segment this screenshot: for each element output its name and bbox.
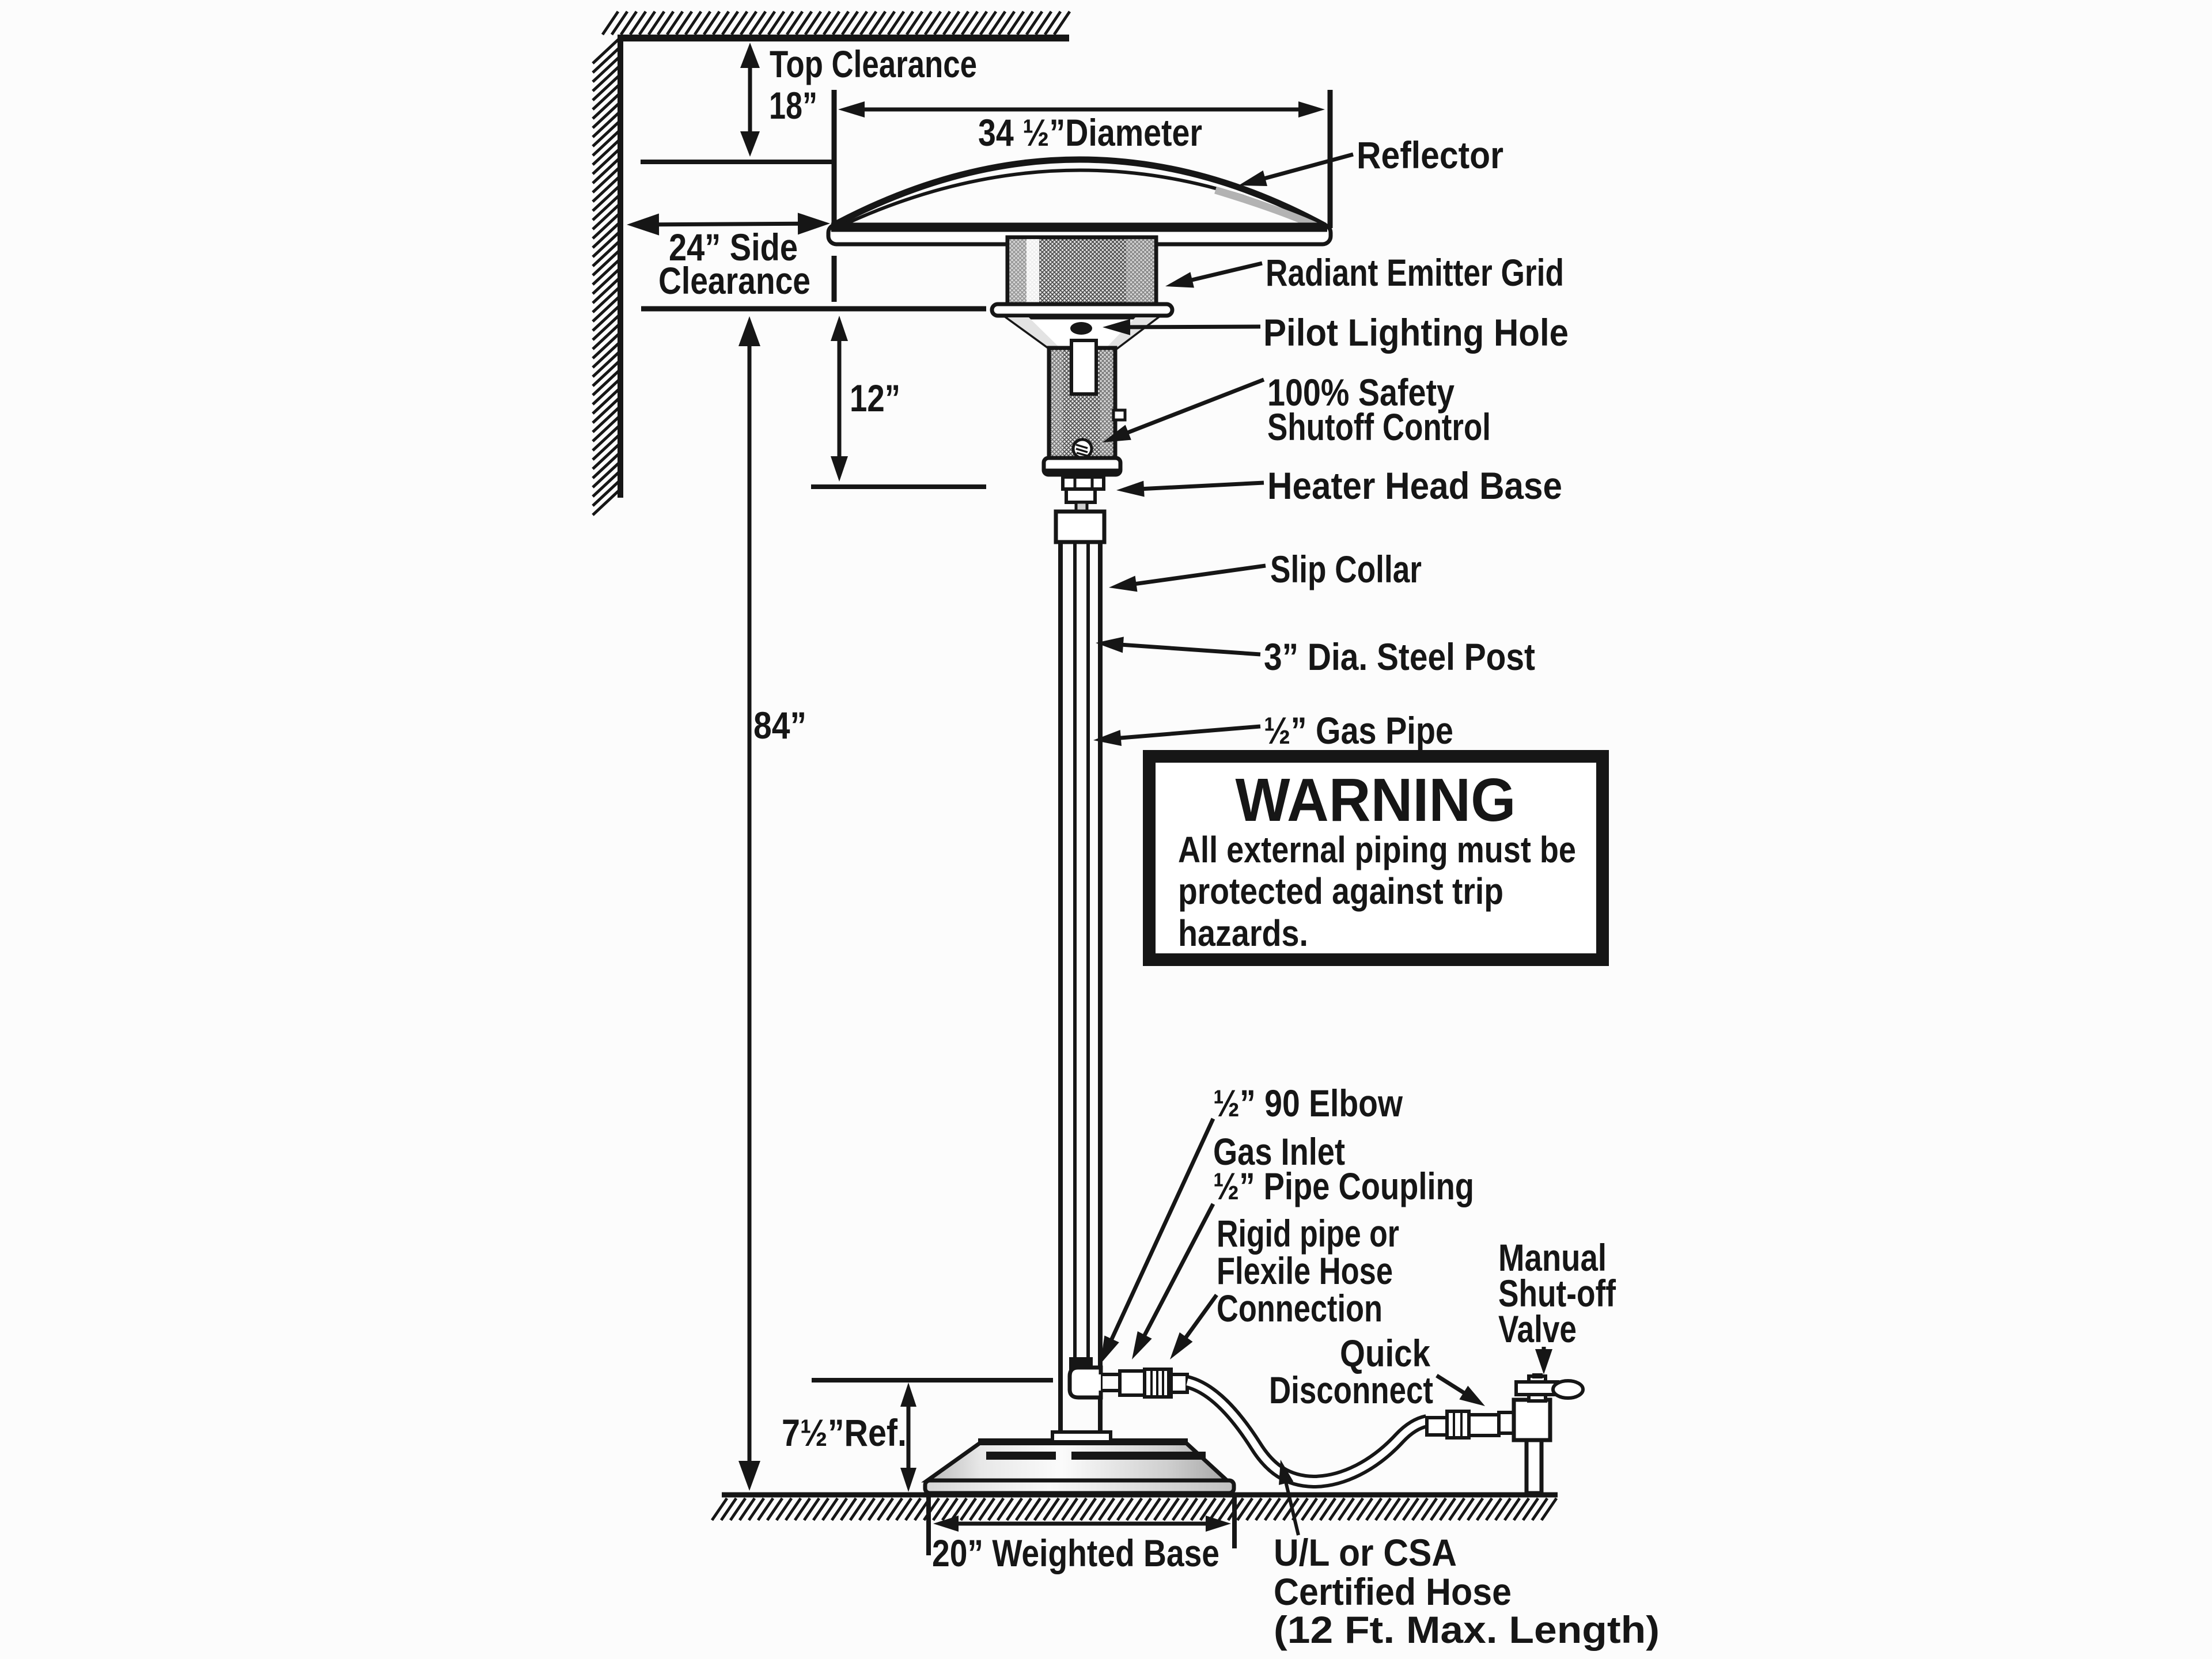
svg-text:(12 Ft. Max. Length): (12 Ft. Max. Length) (1274, 1608, 1660, 1651)
svg-text:Valve: Valve (1498, 1308, 1577, 1350)
svg-text:3” Dia. Steel Post: 3” Dia. Steel Post (1264, 635, 1535, 678)
svg-text:Disconnect: Disconnect (1269, 1369, 1433, 1411)
svg-text:12”: 12” (850, 377, 900, 419)
svg-text:½” 90 Elbow: ½” 90 Elbow (1213, 1082, 1403, 1124)
svg-text:Pilot Lighting Hole: Pilot Lighting Hole (1263, 311, 1569, 354)
svg-text:7½”Ref.: 7½”Ref. (782, 1411, 907, 1454)
svg-text:Radiant Emitter Grid: Radiant Emitter Grid (1266, 251, 1564, 294)
svg-text:Shutoff Control: Shutoff Control (1267, 406, 1491, 448)
svg-text:84”: 84” (753, 704, 806, 747)
svg-text:Quick: Quick (1340, 1332, 1430, 1374)
svg-text:Reflector: Reflector (1357, 134, 1503, 176)
svg-text:34 ½”Diameter: 34 ½”Diameter (978, 111, 1202, 154)
svg-text:24” Side: 24” Side (669, 226, 798, 268)
svg-text:Certified Hose: Certified Hose (1274, 1570, 1512, 1613)
svg-text:protected against trip: protected against trip (1178, 870, 1503, 912)
svg-text:U/L or CSA: U/L or CSA (1274, 1531, 1457, 1574)
svg-text:½” Gas Pipe: ½” Gas Pipe (1264, 709, 1453, 752)
svg-text:All external piping must be: All external piping must be (1178, 829, 1576, 870)
svg-text:WARNING: WARNING (1236, 766, 1516, 834)
svg-text:Flexile Hose: Flexile Hose (1217, 1249, 1393, 1292)
svg-text:½” Pipe Coupling: ½” Pipe Coupling (1213, 1165, 1474, 1207)
svg-text:Gas Inlet: Gas Inlet (1213, 1130, 1345, 1173)
svg-text:Slip Collar: Slip Collar (1270, 548, 1422, 590)
svg-text:Rigid pipe or: Rigid pipe or (1217, 1212, 1399, 1255)
svg-text:hazards.: hazards. (1178, 912, 1308, 954)
svg-text:Clearance: Clearance (658, 259, 810, 302)
svg-text:Top Clearance: Top Clearance (770, 43, 977, 85)
svg-text:Heater Head Base: Heater Head Base (1267, 464, 1562, 507)
svg-text:20” Weighted Base: 20” Weighted Base (932, 1532, 1219, 1574)
svg-text:100% Safety: 100% Safety (1267, 371, 1455, 414)
svg-text:Manual: Manual (1498, 1236, 1607, 1279)
svg-text:Shut-off: Shut-off (1498, 1272, 1616, 1315)
svg-text:18”: 18” (769, 84, 817, 127)
svg-text:Connection: Connection (1217, 1287, 1382, 1330)
